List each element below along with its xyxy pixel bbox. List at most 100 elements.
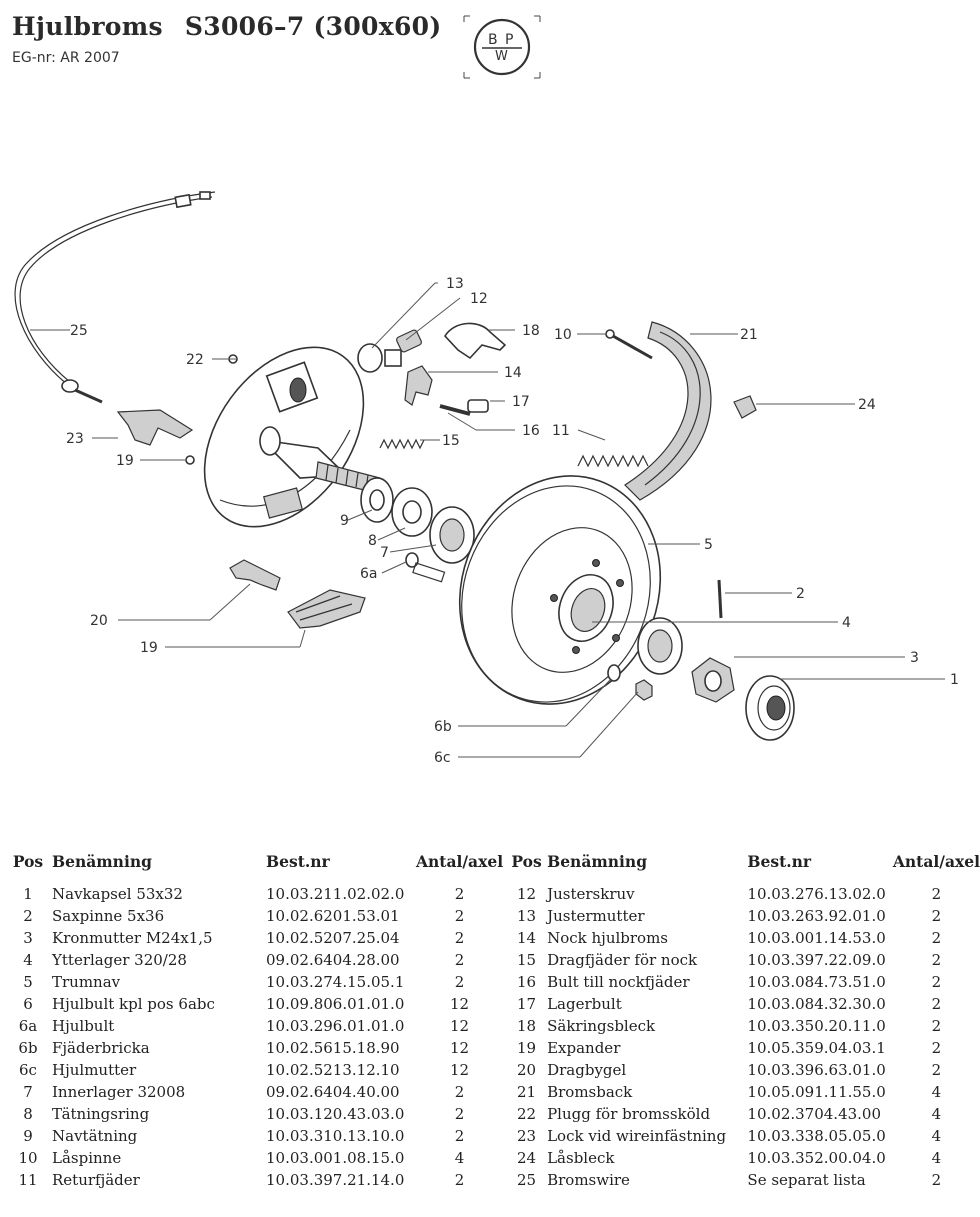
exploded-view-diagram: 25 22 23 19 13 12 18 14 17 16 15 10 11 2… [14, 191, 959, 766]
callout-11: 11 [552, 423, 570, 439]
cell-quantity: 2 [454, 973, 465, 991]
cell-name: Dragfjäder för nock [547, 951, 698, 969]
cell-pos: 6a [18, 1017, 38, 1035]
drum-hub [458, 475, 662, 705]
cell-part-number: 10.03.338.05.05.0 [747, 1127, 886, 1145]
cell-quantity: 2 [454, 907, 465, 925]
callout-10: 10 [554, 327, 572, 343]
cell-quantity: 2 [454, 885, 465, 903]
cell-name: Fjäderbricka [52, 1039, 150, 1057]
cell-name: Hjulbult [52, 1017, 115, 1035]
cell-part-number: Se separat lista [747, 1171, 866, 1189]
cell-pos: 17 [517, 995, 537, 1013]
cell-quantity: 2 [931, 885, 942, 903]
expander [287, 589, 366, 629]
cell-pos: 16 [517, 973, 537, 991]
cell-pos: 15 [517, 951, 537, 969]
callout-12: 12 [470, 291, 488, 307]
cell-name: Låspinne [52, 1149, 122, 1167]
cell-part-number: 10.02.6201.53.01 [266, 907, 400, 925]
locking-pin [605, 329, 653, 360]
callout-3: 3 [910, 650, 919, 666]
cell-pos: 11 [18, 1171, 38, 1189]
cell-part-number: 10.03.396.63.01.0 [747, 1061, 886, 1079]
cell-quantity: 2 [931, 907, 942, 925]
cell-part-number: 10.02.3704.43.00 [747, 1105, 882, 1123]
cell-part-number: 10.05.091.11.55.0 [747, 1083, 886, 1101]
cell-part-number: 10.03.001.08.15.0 [266, 1149, 405, 1167]
callout-lines [30, 282, 945, 758]
cell-name: Justermutter [547, 907, 645, 925]
brake-cam [404, 365, 433, 406]
table-header-row: Pos Benämning Best.nr Antal/axel [4, 852, 503, 883]
cell-part-number: 10.02.5615.18.90 [266, 1039, 400, 1057]
cell-part-number: 10.03.352.00.04.0 [747, 1149, 886, 1167]
cell-part-number: 10.02.5207.25.04 [266, 929, 400, 947]
cam-spring [379, 438, 425, 450]
cell-pos: 5 [23, 973, 33, 991]
cell-name: Trumnav [52, 973, 121, 991]
cell-name: Expander [547, 1039, 621, 1057]
cell-part-number: 10.03.276.13.02.0 [747, 885, 886, 903]
cell-name: Hjulmutter [52, 1061, 137, 1079]
col-nr: Best.nr [266, 852, 330, 871]
callout-18: 18 [522, 323, 540, 339]
cell-part-number: 10.03.310.13.10.0 [266, 1127, 405, 1145]
brake-shoe [624, 321, 712, 501]
cell-pos: 6b [18, 1039, 38, 1057]
cell-quantity: 2 [454, 951, 465, 969]
cell-quantity: 2 [931, 1017, 942, 1035]
cell-pos: 22 [517, 1105, 537, 1123]
cell-name: Plugg för bromssköld [547, 1105, 711, 1123]
cell-quantity: 2 [931, 973, 942, 991]
cell-part-number: 10.03.120.43.03.0 [266, 1105, 405, 1123]
cell-pos: 2 [23, 907, 33, 925]
callout-17: 17 [512, 394, 530, 410]
plug-lower [185, 455, 195, 465]
callout-6a: 6a [360, 566, 378, 582]
cell-part-number: 10.03.274.15.05.1 [266, 973, 405, 991]
svg-text:P: P [505, 32, 513, 48]
cell-part-number: 10.03.001.14.53.0 [747, 929, 886, 947]
cell-pos: 21 [517, 1083, 537, 1101]
cell-pos: 9 [23, 1127, 33, 1145]
cell-quantity: 2 [454, 1105, 465, 1123]
cell-part-number: 09.02.6404.28.00 [266, 951, 400, 969]
product-name: Hjulbroms [12, 12, 163, 41]
col-nr: Best.nr [747, 852, 812, 871]
wire-lock-cover [116, 409, 194, 446]
cell-pos: 10 [18, 1149, 38, 1167]
cell-part-number: 10.03.263.92.01.0 [747, 907, 886, 925]
callout-6c: 6c [434, 750, 451, 766]
callout-5: 5 [704, 537, 713, 553]
cell-quantity: 12 [450, 1039, 470, 1057]
cell-name: Bult till nockfjäder [547, 973, 690, 991]
cell-quantity: 2 [454, 1083, 465, 1101]
callout-4: 4 [842, 615, 851, 631]
table-row: 6b Fjäderbricka 10.02.5615.18.90 12 [4, 1037, 503, 1059]
cell-part-number: 10.03.296.01.01.0 [266, 1017, 405, 1035]
cell-pos: 23 [517, 1127, 537, 1145]
cell-part-number: 10.03.084.32.30.0 [747, 995, 886, 1013]
col-qty: Antal/axel [892, 852, 980, 871]
cell-name: Saxpinne 5x36 [52, 907, 165, 925]
callout-9: 9 [340, 513, 349, 529]
return-spring [577, 454, 649, 468]
callout-22a: 22 [186, 352, 204, 368]
cell-part-number: 10.05.359.04.03.1 [747, 1039, 886, 1057]
cell-name: Lock vid wireinfästning [547, 1127, 727, 1145]
callout-14: 14 [504, 365, 522, 381]
col-qty: Antal/axel [416, 852, 504, 871]
cell-pos: 1 [23, 885, 33, 903]
split-pin [717, 579, 723, 619]
